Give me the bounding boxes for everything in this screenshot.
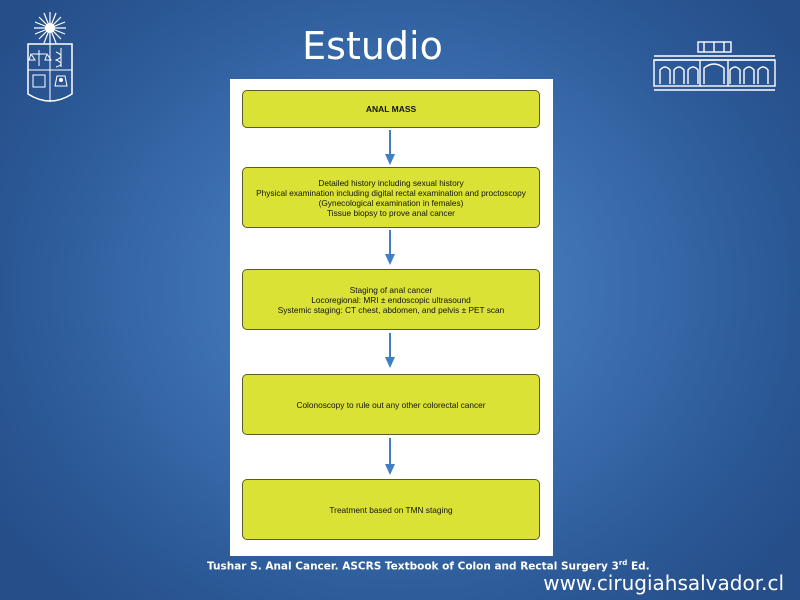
flow-box-line: Systemic staging: CT chest, abdomen, and… xyxy=(277,304,505,315)
flow-box-line: Detailed history including sexual histor… xyxy=(318,177,464,188)
flow-box-colonoscopy: Colonoscopy to rule out any other colore… xyxy=(242,374,540,435)
flow-box-line: (Gynecological examination in females) xyxy=(318,197,464,208)
flow-box-staging: Staging of anal cancer Locoregional: MRI… xyxy=(242,269,540,330)
flow-box-line: Locoregional: MRI ± endoscopic ultrasoun… xyxy=(311,294,471,305)
hospital-building-icon xyxy=(652,40,777,92)
flow-box-line: Staging of anal cancer xyxy=(349,284,433,295)
arrow-down-icon xyxy=(385,438,395,475)
flow-box-treatment: Treatment based on TMN staging xyxy=(242,479,540,540)
flow-box-line: ANAL MASS xyxy=(365,104,417,114)
flow-box-line: Colonoscopy to rule out any other colore… xyxy=(296,399,486,410)
university-crest-icon xyxy=(22,10,78,110)
arrow-down-icon xyxy=(385,230,395,265)
flow-box-history-exam: Detailed history including sexual histor… xyxy=(242,167,540,228)
citation-superscript: rd xyxy=(618,559,628,567)
flow-box-line: Tissue biopsy to prove anal cancer xyxy=(327,207,455,218)
flowchart-figure: ANAL MASS Detailed history including sex… xyxy=(230,79,553,556)
flow-box-anal-mass: ANAL MASS xyxy=(242,90,540,128)
slide-title: Estudio xyxy=(302,24,443,68)
arrow-down-icon xyxy=(385,130,395,165)
arrow-down-icon xyxy=(385,333,395,368)
citation-text: Tushar S. Anal Cancer. ASCRS Textbook of… xyxy=(207,560,619,573)
citation: Tushar S. Anal Cancer. ASCRS Textbook of… xyxy=(207,559,650,573)
website-url: www.cirugiahsalvador.cl xyxy=(543,571,784,595)
flow-box-line: Physical examination including digital r… xyxy=(256,187,526,198)
citation-edition: Ed. xyxy=(627,560,650,573)
flow-box-line: Treatment based on TMN staging xyxy=(329,504,453,515)
